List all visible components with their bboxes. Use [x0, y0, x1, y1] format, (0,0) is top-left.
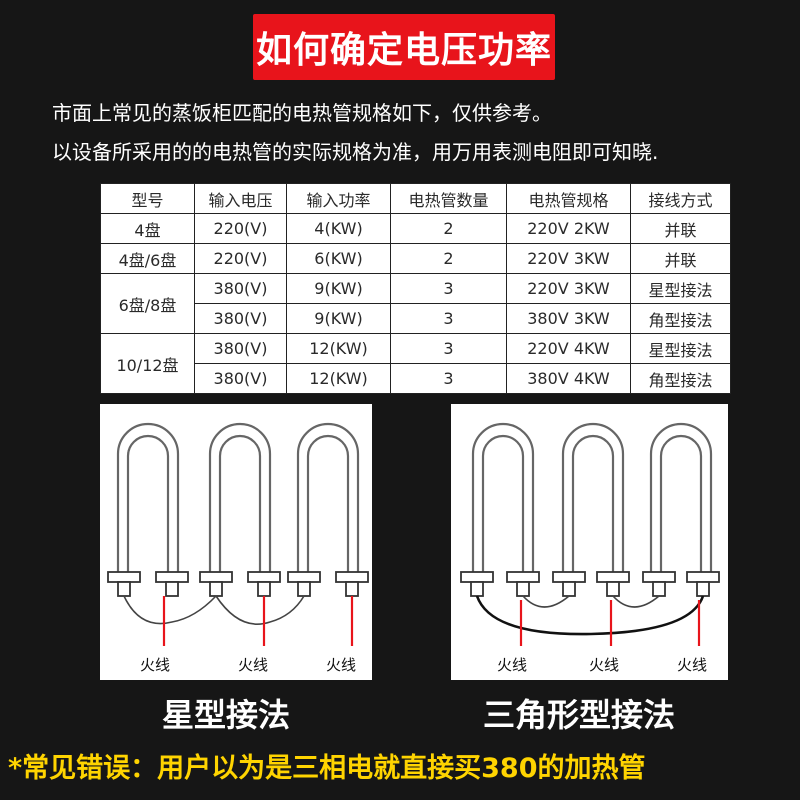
- table-row: 6盘/8盘 380(V) 9(KW) 3 220V 3KW 星型接法: [100, 273, 731, 334]
- cell-power: 9(KW): [286, 273, 391, 304]
- cell-count: 3: [390, 333, 507, 364]
- cell-spec: 220V 3KW: [506, 243, 631, 274]
- cell-model: 10/12盘: [100, 333, 195, 394]
- cell-voltage: 380(V): [194, 273, 287, 304]
- cell-voltage: 380(V): [194, 363, 287, 394]
- intro-line-2: 以设备所采用的的电热管的实际规格为准，用万用表测电阻即可知晓.: [52, 140, 659, 164]
- live-wire-label: 火线: [589, 656, 620, 674]
- header-count: 电热管数量: [390, 183, 507, 214]
- cell-power: 9(KW): [286, 303, 391, 334]
- cell-wiring: 并联: [630, 243, 731, 274]
- table-row: 4盘 220(V) 4(KW) 2 220V 2KW 并联: [100, 213, 731, 244]
- cell-spec: 220V 4KW: [506, 333, 631, 364]
- header-wiring: 接线方式: [630, 183, 731, 214]
- cell-power: 12(KW): [286, 363, 391, 394]
- table-row: 4盘/6盘 220(V) 6(KW) 2 220V 3KW 并联: [100, 243, 731, 274]
- cell-voltage: 380(V): [194, 333, 287, 364]
- cell-wiring: 角型接法: [630, 303, 731, 334]
- cell-voltage: 220(V): [194, 243, 287, 274]
- delta-heater-tubes-illustration: [460, 422, 720, 646]
- delta-wiring-diagram: 火线 火线 火线: [451, 404, 728, 680]
- cell-power: 6(KW): [286, 243, 391, 274]
- cell-wiring: 星型接法: [630, 273, 731, 304]
- cell-wiring: 角型接法: [630, 363, 731, 394]
- spec-table: 型号 输入电压 输入功率 电热管数量 电热管规格 接线方式 4盘 220(V) …: [100, 183, 731, 394]
- header-power: 输入功率: [286, 183, 391, 214]
- title-banner: 如何确定电压功率: [253, 14, 555, 80]
- live-wire-label: 火线: [140, 656, 171, 674]
- table-header-row: 型号 输入电压 输入功率 电热管数量 电热管规格 接线方式: [100, 183, 731, 214]
- live-wire-label: 火线: [497, 656, 528, 674]
- cell-spec: 220V 3KW: [506, 273, 631, 304]
- cell-model: 4盘/6盘: [100, 243, 195, 274]
- cell-power: 4(KW): [286, 213, 391, 244]
- cell-count: 2: [390, 243, 507, 274]
- star-method-label: 星型接法: [162, 696, 291, 734]
- star-wiring-diagram: 火线 火线 火线: [100, 404, 372, 680]
- cell-spec: 220V 2KW: [506, 213, 631, 244]
- live-wire-label: 火线: [326, 656, 357, 674]
- header-model: 型号: [100, 183, 195, 214]
- cell-model: 4盘: [100, 213, 195, 244]
- cell-model: 6盘/8盘: [100, 273, 195, 334]
- header-voltage: 输入电压: [194, 183, 287, 214]
- cell-spec: 380V 3KW: [506, 303, 631, 334]
- live-wire-label: 火线: [238, 656, 269, 674]
- table-row: 380(V) 12(KW) 3 380V 4KW 角型接法: [101, 363, 731, 394]
- cell-voltage: 220(V): [194, 213, 287, 244]
- cell-spec: 380V 4KW: [506, 363, 631, 394]
- live-wire-label: 火线: [677, 656, 708, 674]
- table-row: 10/12盘 380(V) 12(KW) 3 220V 4KW 星型接法: [100, 333, 731, 394]
- cell-count: 3: [390, 363, 507, 394]
- common-mistake-warning: *常见错误：用户以为是三相电就直接买380的加热管: [8, 753, 646, 784]
- star-heater-tubes-illustration: [107, 422, 369, 646]
- cell-count: 3: [390, 303, 507, 334]
- delta-method-label: 三角形型接法: [483, 696, 676, 734]
- cell-voltage: 380(V): [194, 303, 287, 334]
- cell-count: 2: [390, 213, 507, 244]
- cell-wiring: 星型接法: [630, 333, 731, 364]
- table-row: 380(V) 9(KW) 3 380V 3KW 角型接法: [101, 303, 731, 334]
- page-title: 如何确定电压功率: [255, 30, 552, 71]
- header-spec: 电热管规格: [506, 183, 631, 214]
- cell-wiring: 并联: [630, 213, 731, 244]
- cell-power: 12(KW): [286, 333, 391, 364]
- cell-count: 3: [390, 273, 507, 304]
- intro-line-1: 市面上常见的蒸饭柜匹配的电热管规格如下，仅供参考。: [52, 101, 552, 125]
